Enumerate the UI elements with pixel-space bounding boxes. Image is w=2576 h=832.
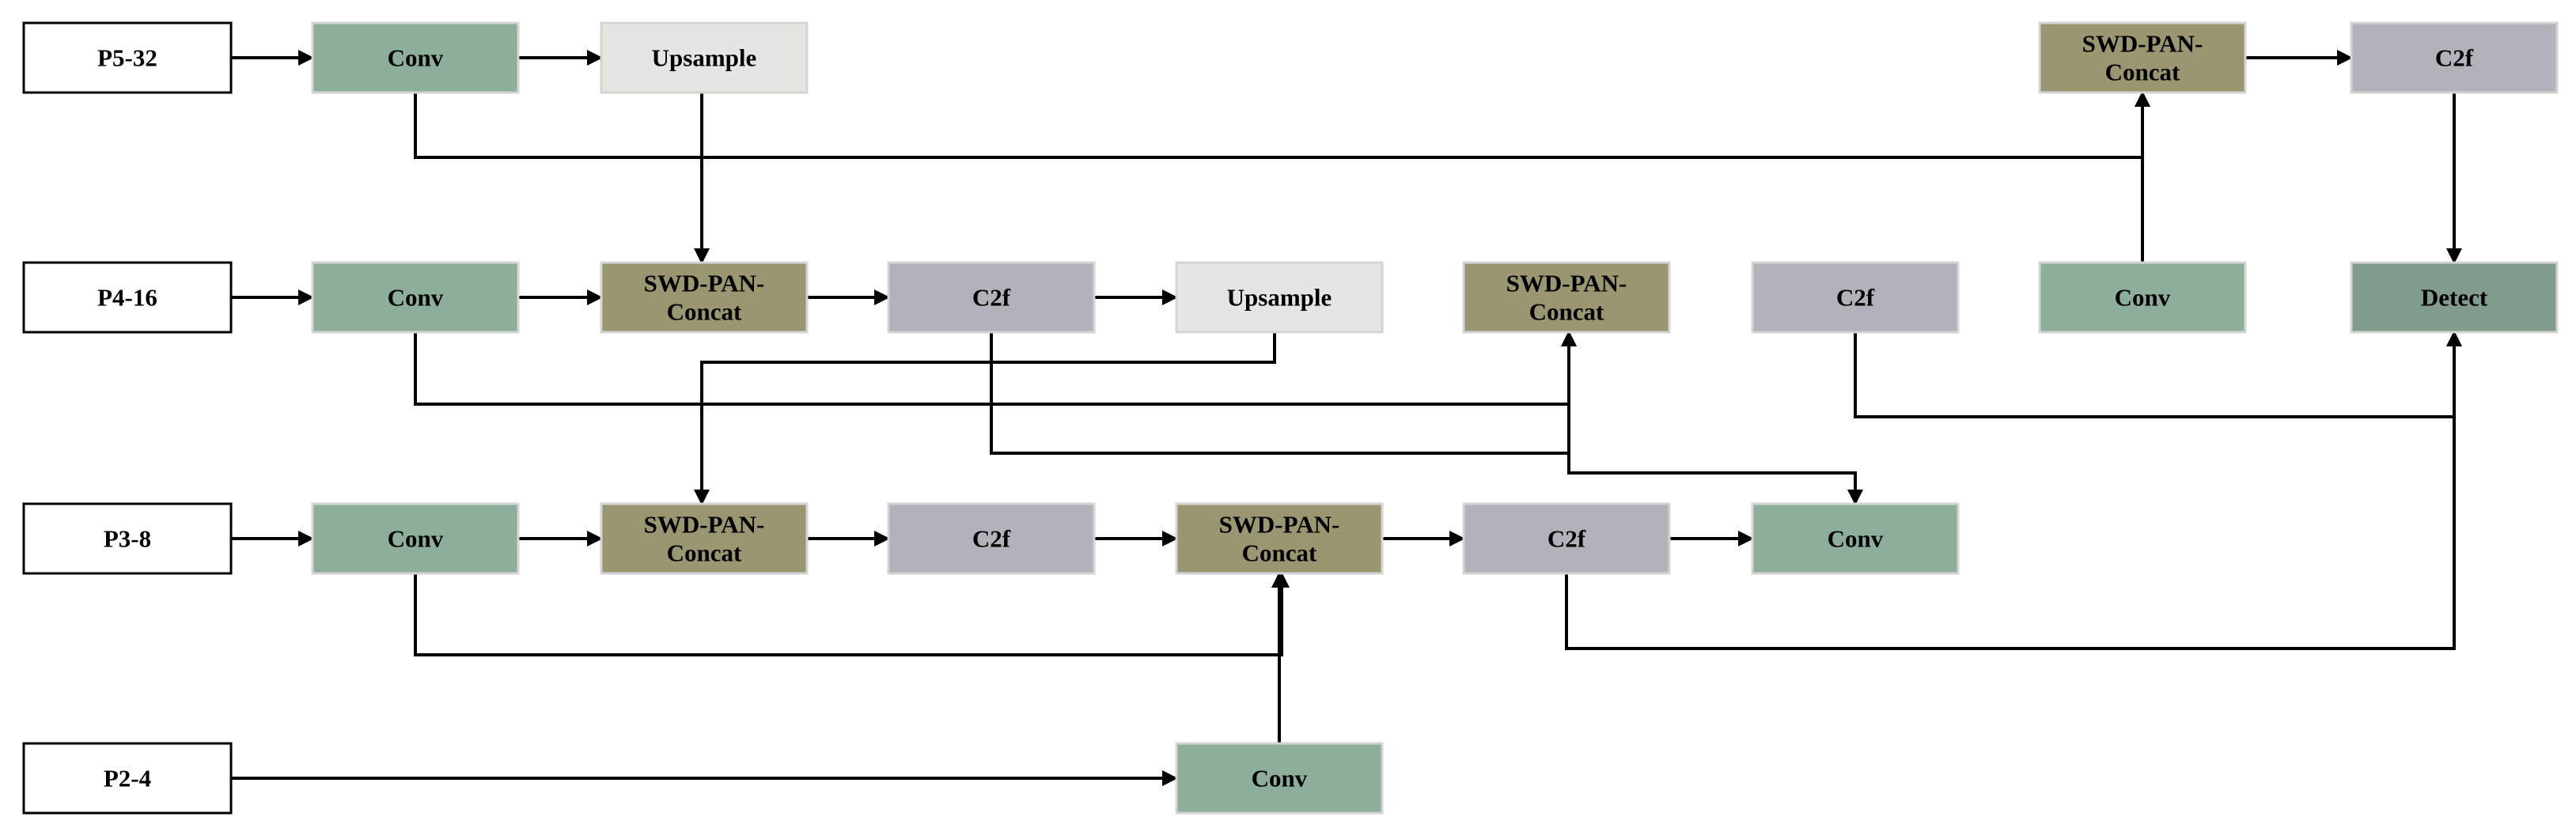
p5-box xyxy=(22,21,233,94)
c2f3b-box xyxy=(1462,502,1671,575)
cat3b-box xyxy=(1175,502,1384,575)
cat4-label: Concat xyxy=(667,298,742,326)
conv2-box xyxy=(1175,742,1384,815)
c2f4-box xyxy=(887,261,1096,334)
conv2-label: Conv xyxy=(1252,765,1308,792)
edge-conv5-to-cat5 xyxy=(414,91,2150,159)
edge-conv3-to-cat3b xyxy=(414,572,1290,656)
c2f4b-box xyxy=(1751,261,1960,334)
edge-c2f4-to-conv3b xyxy=(990,332,1863,505)
node-cat4: SWD-PAN-Concat xyxy=(600,261,809,334)
node-up4: Upsample xyxy=(1175,261,1384,334)
node-conv5: Conv xyxy=(311,21,520,94)
node-cat5: SWD-PAN-Concat xyxy=(2038,21,2247,94)
node-cat3b: SWD-PAN-Concat xyxy=(1175,502,1384,575)
p5-label: P5-32 xyxy=(97,44,157,72)
node-c2f4b: C2f xyxy=(1751,261,1960,334)
detect-label: Detect xyxy=(2421,284,2488,312)
up4-box xyxy=(1175,261,1384,334)
node-conv3: Conv xyxy=(311,502,520,575)
cat5-box xyxy=(2038,21,2247,94)
conv4b-label: Conv xyxy=(2115,284,2171,312)
conv4-box xyxy=(311,261,520,334)
node-conv4: Conv xyxy=(311,261,520,334)
edge-c2f3b-to-detect xyxy=(1565,331,2462,650)
conv3-box xyxy=(311,502,520,575)
c2f4b-label: C2f xyxy=(1836,284,1875,312)
node-c2f4: C2f xyxy=(887,261,1096,334)
cat4b-label: SWD-PAN- xyxy=(1506,270,1627,297)
node-cat4b: SWD-PAN-Concat xyxy=(1462,261,1671,334)
edge-c2f4b-to-detect xyxy=(1854,331,2462,418)
cat4b-label: Concat xyxy=(1529,298,1604,326)
connections xyxy=(231,50,2462,786)
p3-label: P3-8 xyxy=(104,525,151,553)
p4-label: P4-16 xyxy=(97,284,157,312)
node-c2f3b: C2f xyxy=(1462,502,1671,575)
c2f3b-label: C2f xyxy=(1547,525,1586,553)
conv4-label: Conv xyxy=(388,284,444,312)
node-cat3: SWD-PAN-Concat xyxy=(600,502,809,575)
node-conv3b: Conv xyxy=(1751,502,1960,575)
c2f5-box xyxy=(2350,21,2559,94)
conv4b-box xyxy=(2038,261,2247,334)
cat3-box xyxy=(600,502,809,575)
up5-box xyxy=(600,21,809,94)
edge-c2f4-to-cat4b xyxy=(990,331,1577,455)
cat3b-label: SWD-PAN- xyxy=(1219,511,1340,539)
node-p3: P3-8 xyxy=(22,502,233,575)
up4-label: Upsample xyxy=(1227,284,1332,312)
edge-up4-to-cat3 xyxy=(694,332,1276,505)
conv3b-box xyxy=(1751,502,1960,575)
conv5-box xyxy=(311,21,520,94)
cat5-label: Concat xyxy=(2105,59,2180,86)
cat5-label: SWD-PAN- xyxy=(2082,30,2203,58)
up5-label: Upsample xyxy=(652,44,757,72)
node-c2f5: C2f xyxy=(2350,21,2559,94)
p2-label: P2-4 xyxy=(104,765,151,792)
c2f4-label: C2f xyxy=(972,284,1011,312)
cat4b-box xyxy=(1462,261,1671,334)
c2f3-box xyxy=(887,502,1096,575)
conv5-label: Conv xyxy=(388,44,444,72)
node-conv4b: Conv xyxy=(2038,261,2247,334)
detect-box xyxy=(2350,261,2559,334)
node-p4: P4-16 xyxy=(22,261,233,334)
node-detect: Detect xyxy=(2350,261,2559,334)
conv3b-label: Conv xyxy=(1828,525,1884,553)
c2f3-label: C2f xyxy=(972,525,1011,553)
node-c2f3: C2f xyxy=(887,502,1096,575)
node-p2: P2-4 xyxy=(22,742,233,815)
p2-box xyxy=(22,742,233,815)
cat3-label: Concat xyxy=(667,539,742,567)
node-up5: Upsample xyxy=(600,21,809,94)
c2f5-label: C2f xyxy=(2435,44,2474,72)
cat3b-label: Concat xyxy=(1242,539,1317,567)
p3-box xyxy=(22,502,233,575)
cat4-label: SWD-PAN- xyxy=(644,270,765,297)
conv3-label: Conv xyxy=(388,525,444,553)
node-conv2: Conv xyxy=(1175,742,1384,815)
cat3-label: SWD-PAN- xyxy=(644,511,765,539)
p4-box xyxy=(22,261,233,334)
node-p5: P5-32 xyxy=(22,21,233,94)
cat4-box xyxy=(600,261,809,334)
